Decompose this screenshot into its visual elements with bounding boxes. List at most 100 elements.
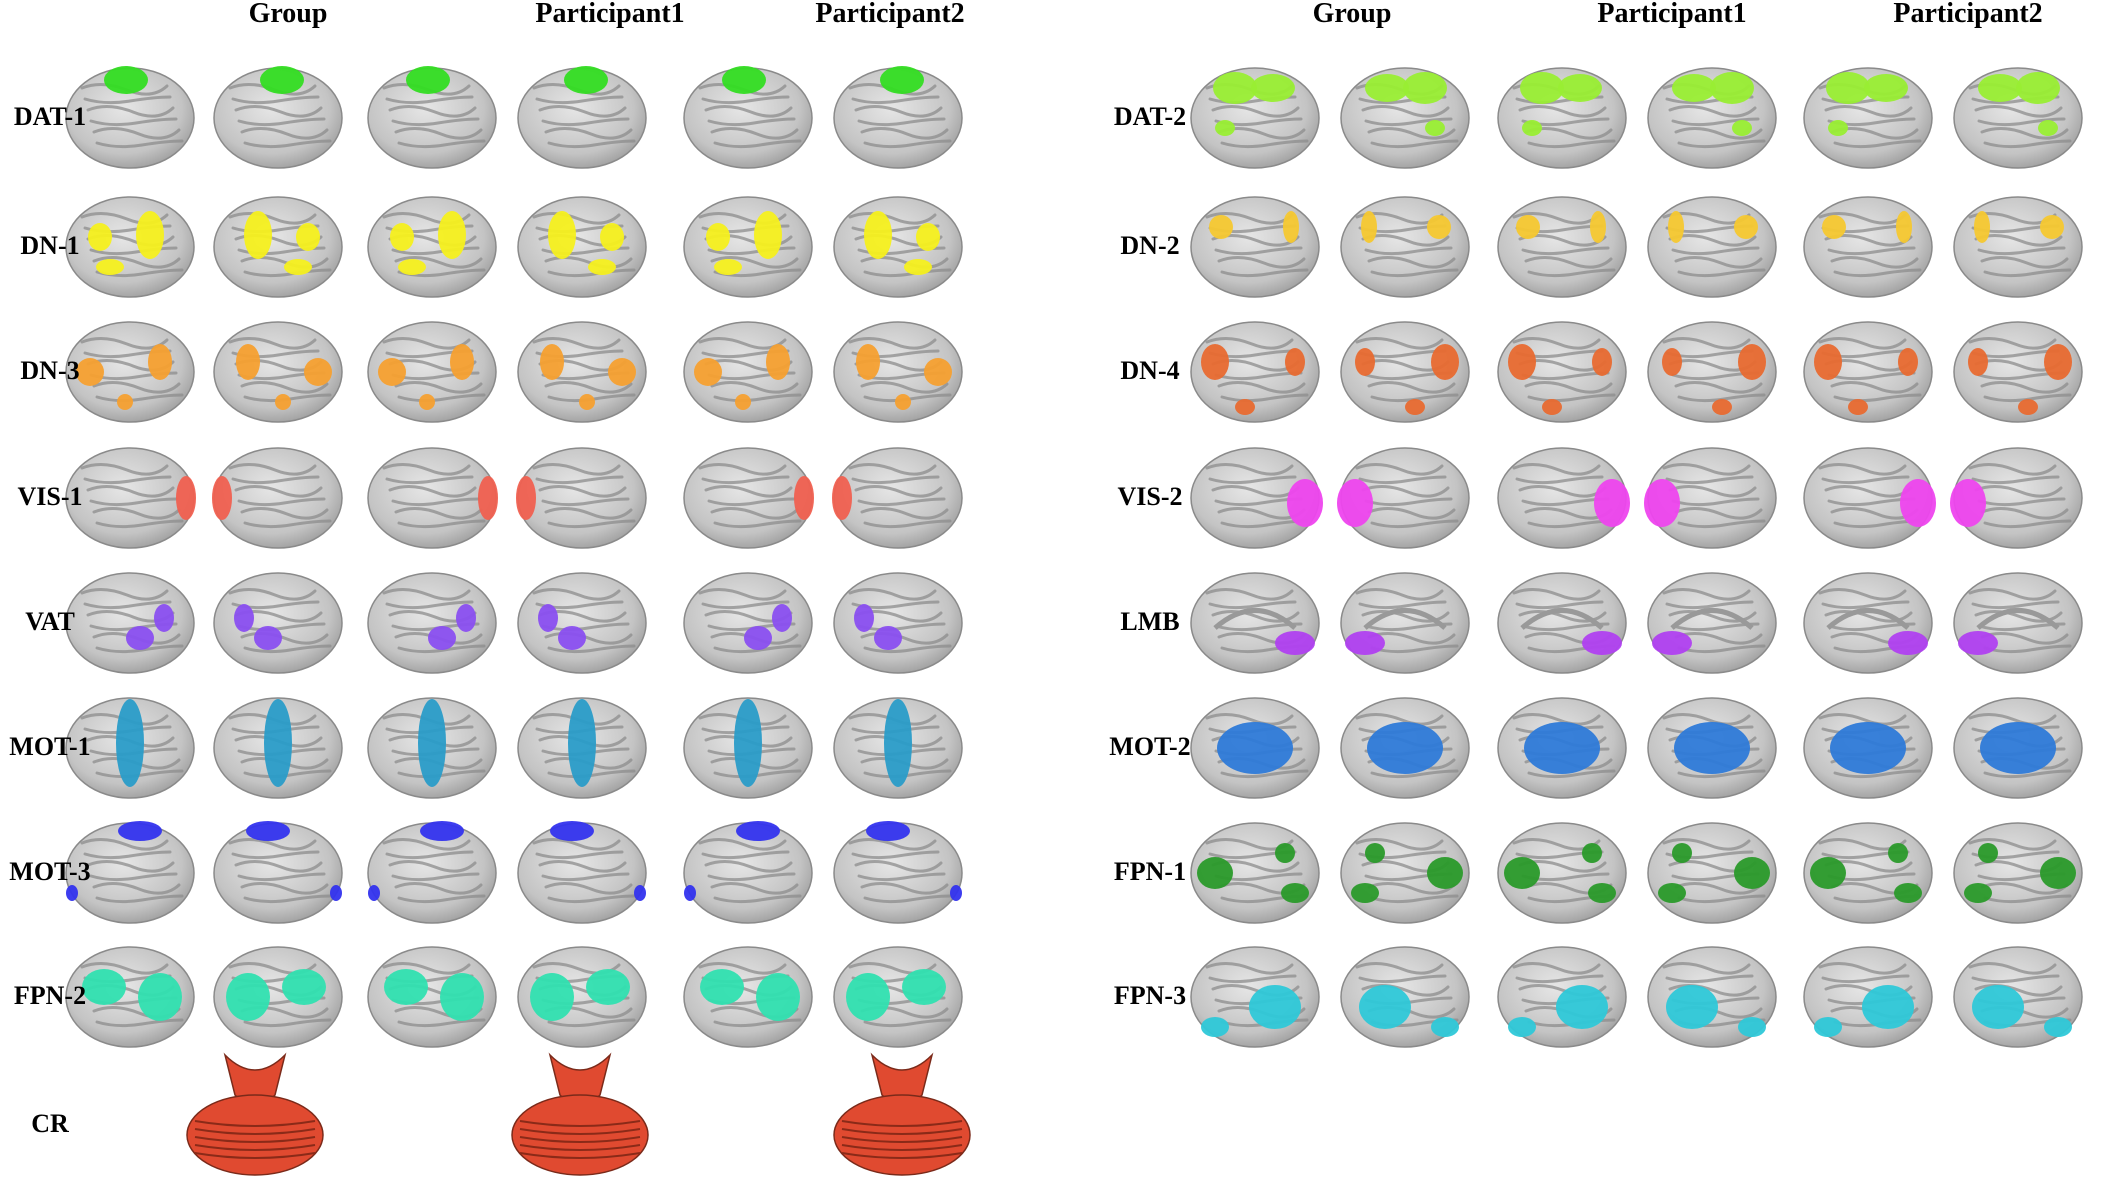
brain-surface bbox=[833, 321, 963, 423]
network-blob bbox=[1888, 843, 1908, 863]
network-blob bbox=[1734, 857, 1770, 889]
network-blob bbox=[428, 626, 456, 650]
sulcus bbox=[1527, 268, 1616, 278]
network-blob bbox=[874, 626, 902, 650]
sulcus bbox=[707, 117, 796, 127]
sulcus bbox=[547, 644, 636, 654]
network-blob bbox=[1524, 722, 1600, 774]
sulcus bbox=[710, 127, 799, 140]
brain-surface bbox=[1190, 196, 1320, 298]
network-blob bbox=[772, 604, 792, 632]
sulcus bbox=[231, 850, 320, 860]
sulcus bbox=[1983, 644, 2072, 654]
brain-surface bbox=[1497, 822, 1627, 924]
sulcus bbox=[1518, 610, 1607, 623]
sulcus bbox=[1827, 246, 1916, 256]
brain-surface bbox=[1190, 822, 1320, 924]
brain-surface bbox=[65, 321, 195, 423]
brain-surface bbox=[1340, 196, 1470, 298]
brain-surface bbox=[213, 66, 343, 169]
network-blob bbox=[244, 211, 272, 259]
sulcus bbox=[1677, 393, 1766, 403]
network-blob bbox=[916, 223, 940, 251]
sulcus bbox=[1824, 610, 1913, 623]
sulcus bbox=[1671, 117, 1760, 127]
sulcus bbox=[713, 894, 802, 904]
sulcus bbox=[1971, 600, 2060, 610]
sulcus bbox=[391, 117, 480, 127]
network-blob bbox=[1287, 479, 1323, 527]
sulcus bbox=[1205, 212, 1294, 225]
brain-surface bbox=[1950, 447, 2083, 549]
network-blob bbox=[1542, 399, 1562, 415]
sulcus bbox=[860, 381, 949, 394]
sulcus bbox=[1821, 600, 1910, 610]
sulcus bbox=[713, 769, 802, 779]
sulcus bbox=[240, 882, 329, 895]
network-blob bbox=[2018, 399, 2038, 415]
network-blob bbox=[1365, 74, 1409, 102]
sulcus bbox=[388, 485, 477, 498]
network-blob bbox=[1974, 211, 1990, 243]
network-blob bbox=[260, 66, 304, 94]
brain-surface bbox=[367, 196, 497, 298]
sulcus bbox=[1818, 463, 1907, 476]
sulcus bbox=[532, 212, 621, 225]
sulcus bbox=[1971, 974, 2060, 984]
network-blob bbox=[450, 344, 474, 380]
sulcus bbox=[228, 337, 317, 350]
brain-surface bbox=[517, 821, 647, 924]
sulcus bbox=[1968, 713, 2057, 726]
network-blob bbox=[1275, 843, 1295, 863]
row-label: DAT-2 bbox=[1113, 102, 1187, 131]
sulcus bbox=[1367, 882, 1456, 895]
network-blob bbox=[1285, 348, 1305, 376]
sulcus bbox=[1214, 246, 1303, 256]
row-label: DN-1 bbox=[20, 231, 80, 260]
brain-surface bbox=[1647, 697, 1777, 799]
sulcus bbox=[95, 139, 184, 149]
sulcus bbox=[1818, 337, 1907, 350]
row-label: DAT-1 bbox=[13, 102, 87, 131]
sulcus bbox=[1983, 268, 2072, 278]
sulcus bbox=[544, 882, 633, 895]
row-label: VIS-2 bbox=[1117, 482, 1183, 511]
sulcus bbox=[1674, 632, 1763, 645]
network-blob bbox=[264, 699, 292, 787]
sulcus bbox=[848, 337, 937, 350]
sulcus bbox=[382, 962, 471, 975]
sulcus bbox=[243, 769, 332, 779]
sulcus bbox=[544, 507, 633, 520]
folia bbox=[519, 1120, 641, 1127]
network-blob bbox=[736, 821, 780, 841]
network-blob bbox=[1810, 857, 1846, 889]
sulcus bbox=[1364, 117, 1453, 127]
sulcus bbox=[388, 860, 477, 873]
network-blob bbox=[1666, 985, 1718, 1029]
network-blob bbox=[744, 626, 772, 650]
network-blob bbox=[440, 973, 484, 1021]
sulcus bbox=[231, 95, 320, 105]
brain-surface bbox=[367, 66, 497, 169]
brain-surface bbox=[213, 697, 343, 799]
brain-surface bbox=[213, 821, 343, 924]
sulcus bbox=[1818, 212, 1907, 225]
sulcus bbox=[382, 588, 471, 601]
network-blob bbox=[600, 223, 624, 251]
network-blob bbox=[516, 476, 536, 520]
sulcus bbox=[385, 95, 474, 105]
brain-surface bbox=[1803, 196, 1933, 298]
brain-surface bbox=[833, 66, 963, 169]
row-label: FPN-2 bbox=[13, 981, 87, 1010]
network-blob bbox=[1652, 631, 1692, 655]
sulcus bbox=[1358, 475, 1447, 485]
sulcus bbox=[532, 838, 621, 851]
network-blob bbox=[866, 821, 910, 841]
network-blob bbox=[76, 358, 104, 386]
brain-surface bbox=[65, 447, 196, 549]
sulcus bbox=[701, 475, 790, 485]
sulcus bbox=[1361, 105, 1450, 118]
sulcus bbox=[1355, 838, 1444, 851]
sulcus bbox=[1671, 497, 1760, 507]
network-blob bbox=[1968, 348, 1988, 376]
